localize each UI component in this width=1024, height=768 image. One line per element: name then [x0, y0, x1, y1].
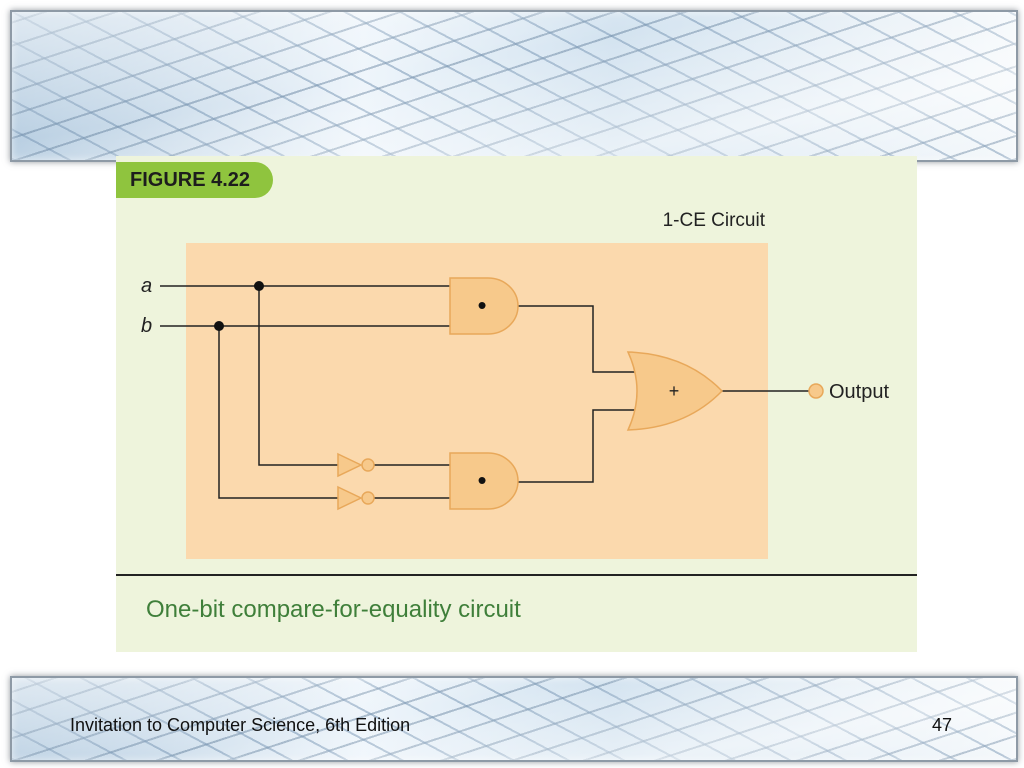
wire-and2-out — [518, 409, 636, 483]
input-a-label: a — [141, 275, 152, 297]
or-gate: + — [626, 351, 724, 431]
circuit-title: 1-CE Circuit — [662, 210, 765, 231]
not-gate-b — [337, 485, 375, 511]
and-gate-1: • — [449, 277, 519, 335]
caption-divider — [116, 574, 917, 576]
book-title: Invitation to Computer Science, 6th Edit… — [70, 715, 411, 735]
page-number: 47 — [932, 715, 953, 735]
output-terminal — [808, 383, 824, 399]
figure-tag: FIGURE 4.22 — [116, 162, 273, 198]
wire-a-branch — [258, 286, 338, 466]
figure-caption: One-bit compare-for-equality circuit — [146, 596, 521, 623]
output-label: Output — [829, 381, 889, 403]
wires — [160, 285, 809, 499]
and-gate-2-symbol: • — [477, 465, 486, 495]
and-gate-1-symbol: • — [477, 290, 486, 320]
wire-and1-out — [518, 305, 636, 373]
and-gate-2: • — [449, 452, 519, 510]
or-gate-symbol: + — [669, 381, 680, 401]
junction-b — [214, 321, 224, 331]
input-b-label: b — [141, 315, 152, 337]
figure-panel: FIGURE 4.22 1-CE Circuit a b — [116, 156, 917, 652]
circuit-diagram: a b • — [141, 243, 889, 559]
bottom-banner — [10, 676, 1018, 762]
wire-b-branch — [218, 326, 338, 499]
junction-a — [254, 281, 264, 291]
not-gate-a — [337, 452, 375, 478]
top-banner — [10, 10, 1018, 162]
